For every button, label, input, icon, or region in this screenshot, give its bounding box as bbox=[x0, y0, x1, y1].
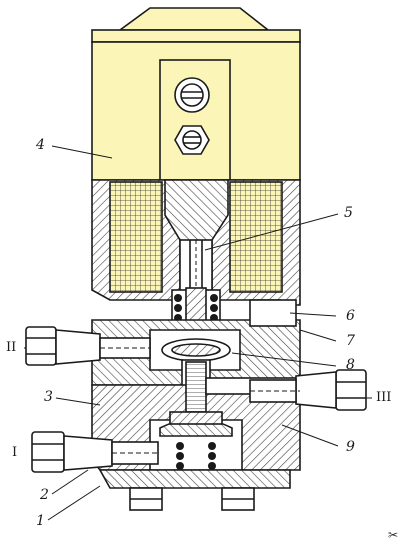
port-label-i: I bbox=[12, 445, 18, 460]
port-label-ii: II bbox=[6, 340, 17, 355]
callout-part-9: 9 bbox=[346, 439, 355, 455]
callout-part-7: 7 bbox=[346, 333, 355, 349]
port-label-iii: III bbox=[376, 390, 392, 405]
scissors-icon: ✂ bbox=[387, 528, 398, 542]
callout-part-3: 3 bbox=[44, 389, 53, 405]
fitting-i bbox=[31, 431, 65, 473]
callout-part-8: 8 bbox=[346, 357, 355, 373]
callout-part-1: 1 bbox=[36, 513, 45, 529]
callout-part-2: 2 bbox=[40, 487, 49, 503]
callout-part-4: 4 bbox=[36, 137, 45, 153]
callout-part-6: 6 bbox=[346, 308, 355, 324]
fitting-ii bbox=[25, 326, 57, 366]
fitting-iii bbox=[335, 369, 367, 411]
callout-part-5: 5 bbox=[344, 205, 353, 221]
top-cap bbox=[117, 7, 271, 31]
